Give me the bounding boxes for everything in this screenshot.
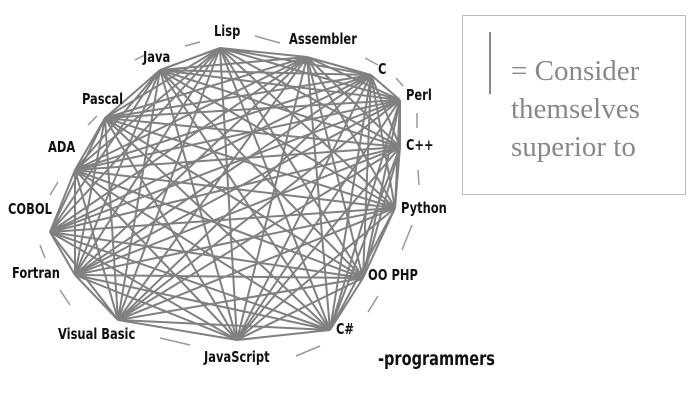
edge-3-6 xyxy=(362,99,401,279)
legend-line-2: themselves xyxy=(511,93,640,125)
edge-8-12 xyxy=(74,169,238,341)
edge-3-14 xyxy=(159,69,401,101)
edge-2-8 xyxy=(236,74,372,341)
edge-8-9 xyxy=(117,319,238,341)
edge-10-13 xyxy=(74,117,106,276)
edge-7-8 xyxy=(236,329,331,341)
edge-1-13 xyxy=(104,56,308,119)
edge-9-10 xyxy=(74,274,119,321)
edge-2-6 xyxy=(362,74,372,279)
edge-9-12 xyxy=(74,169,119,321)
edge-9-13 xyxy=(104,117,119,321)
edge-6-12 xyxy=(74,169,364,279)
ring-segment xyxy=(87,115,98,126)
edge-9-14 xyxy=(117,69,161,321)
node-label: Lisp xyxy=(214,22,241,40)
edge-10-14 xyxy=(74,69,161,276)
legend-text: = Consider themselves superior to xyxy=(511,52,640,166)
edge-11-14 xyxy=(49,69,161,233)
ring-segment xyxy=(417,169,420,186)
ring-segment xyxy=(367,295,379,313)
ring-segment xyxy=(364,57,379,66)
ring-segment xyxy=(401,224,413,251)
node-label: Assembler xyxy=(289,30,357,48)
edge-1-14 xyxy=(159,56,308,71)
edge-12-13 xyxy=(74,117,106,171)
edge-1-2 xyxy=(306,56,372,76)
edge-2-14 xyxy=(159,69,372,76)
ring-segment xyxy=(49,181,59,196)
node-label: Fortran xyxy=(12,264,60,282)
edge-7-14 xyxy=(159,69,331,331)
edge-3-13 xyxy=(104,99,401,119)
edge-10-11 xyxy=(49,231,76,276)
edge-0-14 xyxy=(159,47,221,71)
edge-1-6 xyxy=(306,56,364,279)
edge-0-13 xyxy=(104,47,221,119)
node-label: Perl xyxy=(406,86,432,104)
node-label: JavaScript xyxy=(204,348,270,366)
edge-6-14 xyxy=(159,69,364,279)
node-label: Python xyxy=(401,199,447,217)
node-label: OO PHP xyxy=(368,266,418,284)
edge-2-13 xyxy=(104,74,372,119)
legend-box: = Consider themselves superior to xyxy=(462,15,686,195)
edge-5-9 xyxy=(117,207,396,321)
edge-4-9 xyxy=(117,146,401,321)
edge-3-9 xyxy=(117,99,401,321)
edge-6-8 xyxy=(236,277,364,341)
ring-segment xyxy=(134,54,146,61)
node-label: ADA xyxy=(48,138,76,156)
edge-5-8 xyxy=(236,207,396,341)
edge-1-11 xyxy=(49,56,308,233)
edge-0-1 xyxy=(219,47,308,58)
legend-line-1: = Consider xyxy=(511,55,640,87)
edge-5-11 xyxy=(49,207,396,233)
node-label: C++ xyxy=(406,136,434,154)
edge-4-14 xyxy=(159,69,401,148)
edge-8-13 xyxy=(104,117,238,341)
edge-5-14 xyxy=(159,69,396,209)
node-label: Java xyxy=(143,48,171,66)
edge-9-11 xyxy=(49,231,119,321)
edge-5-7 xyxy=(329,207,396,331)
edge-3-11 xyxy=(49,99,401,233)
edge-4-7 xyxy=(329,146,401,331)
edge-12-14 xyxy=(74,69,161,171)
ring-segment xyxy=(295,345,321,357)
edge-7-13 xyxy=(104,117,331,331)
ring-segment xyxy=(59,289,71,306)
edge-2-3 xyxy=(370,74,401,101)
ring-segment xyxy=(254,35,281,44)
edge-8-11 xyxy=(49,231,238,341)
edge-6-11 xyxy=(49,231,364,279)
edge-0-6 xyxy=(219,47,364,279)
edge-13-14 xyxy=(104,69,161,119)
legend-line-3: superior to xyxy=(511,131,636,163)
edge-2-10 xyxy=(74,74,372,276)
edge-1-8 xyxy=(236,56,308,341)
edge-4-5 xyxy=(394,146,401,209)
ring-segment xyxy=(184,41,201,47)
node-label: Pascal xyxy=(82,90,124,108)
ring-segment xyxy=(39,244,46,259)
ring-segment xyxy=(395,77,404,87)
edge-6-7 xyxy=(329,277,364,331)
edge-5-12 xyxy=(74,169,396,209)
node-label: COBOL xyxy=(8,200,52,218)
edge-4-11 xyxy=(49,146,401,233)
edge-4-13 xyxy=(104,117,401,148)
edge-0-10 xyxy=(74,47,221,276)
programmers-suffix: -programmers xyxy=(378,348,495,370)
edge-11-13 xyxy=(49,117,106,233)
edge-3-8 xyxy=(236,99,401,341)
ring-segment xyxy=(159,337,191,346)
edge-8-14 xyxy=(159,69,238,341)
legend-line-sample xyxy=(489,32,491,94)
node-label: C xyxy=(378,60,387,78)
edge-8-10 xyxy=(74,274,238,341)
node-label: C# xyxy=(336,320,355,338)
node-label: Visual Basic xyxy=(58,325,136,343)
edge-7-12 xyxy=(74,169,331,331)
